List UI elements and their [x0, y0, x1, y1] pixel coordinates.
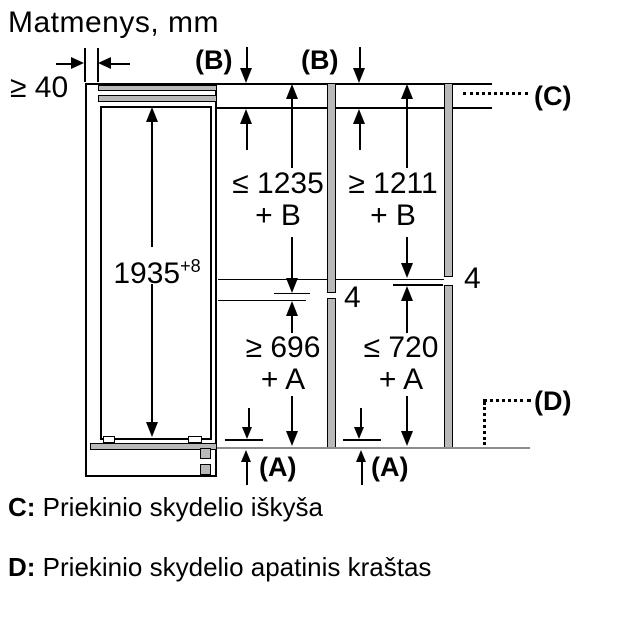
arrow-shaft	[359, 123, 361, 150]
arrow-up-icon	[241, 450, 251, 462]
extension-line	[97, 48, 99, 82]
label-b: (B)	[301, 45, 339, 75]
arrow-right-icon	[71, 57, 84, 69]
arrow-shaft	[246, 461, 248, 485]
panel-bottom-line	[225, 439, 263, 441]
dimension-line	[291, 237, 293, 280]
arrow-up-icon	[146, 107, 158, 122]
joint-line	[336, 278, 444, 280]
niche-top-line	[217, 83, 492, 85]
label-d: (D)	[534, 386, 572, 416]
door-top-line	[217, 107, 492, 109]
joint-gap-left: 4	[344, 281, 361, 314]
legend-item-c: C: Priekinio skydelio iškyša	[8, 492, 323, 523]
arrow-shaft	[359, 47, 361, 70]
joint-line	[393, 284, 443, 286]
dimension-height: 1935+8	[113, 256, 201, 290]
roller-foot	[188, 436, 202, 443]
dimension-line	[406, 396, 408, 432]
joint-gap-right: 4	[464, 262, 481, 295]
dimension-left-lower: ≥ 696 + A	[245, 331, 321, 396]
label-a: (A)	[371, 452, 409, 482]
joint-line	[274, 292, 310, 294]
extension-line	[84, 48, 86, 82]
plinth-bracket	[200, 448, 211, 459]
arrow-down-icon	[286, 278, 298, 293]
arrow-shaft	[246, 47, 248, 70]
dimension-right-upper: ≥ 1211 + B	[348, 167, 438, 232]
arrow-up-icon	[401, 286, 413, 301]
label-c: (C)	[534, 81, 572, 111]
arrow-up-icon	[286, 84, 298, 99]
dimension-right-lower: ≤ 720 + A	[363, 331, 439, 396]
bottom-panel-bar	[90, 443, 217, 450]
arrow-down-icon	[354, 427, 364, 439]
arrow-up-icon	[353, 109, 365, 124]
dimension-line	[406, 300, 408, 333]
arrow-down-icon	[146, 422, 158, 437]
dimension-line	[406, 237, 408, 265]
panel-bottom-line	[343, 439, 381, 441]
label-a: (A)	[259, 452, 297, 482]
dimension-line	[406, 98, 408, 168]
arrow-down-icon	[401, 431, 413, 446]
dimension-line	[291, 315, 293, 333]
legend-text: Priekinio skydelio iškyša	[42, 492, 323, 522]
dotted-leader-c	[463, 92, 528, 95]
dotted-leader-d	[483, 399, 531, 402]
dimension-line	[291, 98, 293, 168]
joint-line	[218, 299, 306, 301]
dimension-top-gap: ≥ 40	[10, 71, 69, 104]
arrow-shaft	[360, 408, 362, 428]
arrow-shaft	[361, 461, 363, 485]
dotted-leader-d	[483, 402, 486, 445]
arrow-left-icon	[98, 57, 111, 69]
arrow-up-icon	[286, 301, 298, 316]
dimension-line	[291, 396, 293, 432]
legend-text: Priekinio skydelio apatinis kraštas	[42, 552, 432, 582]
arrow-down-icon	[240, 68, 252, 83]
dimension-line	[151, 284, 153, 424]
front-panel-right-upper	[444, 83, 453, 277]
arrow-shaft	[56, 63, 74, 65]
top-panel-bar	[98, 85, 217, 91]
tolerance: +8	[180, 256, 201, 276]
front-panel-left-upper	[327, 83, 336, 293]
joint-line	[218, 278, 327, 280]
arrow-down-icon	[242, 427, 252, 439]
arrow-down-icon	[401, 263, 413, 278]
legend-key: C:	[8, 492, 36, 522]
dimension-line	[151, 121, 153, 247]
legend-key: D:	[8, 552, 36, 582]
label-b: (B)	[195, 45, 233, 75]
legend-item-d: D: Priekinio skydelio apatinis kraštas	[8, 552, 431, 583]
arrow-down-icon	[286, 431, 298, 446]
arrow-shaft	[248, 408, 250, 428]
arrow-down-icon	[353, 68, 365, 83]
floor-line	[217, 446, 530, 449]
arrow-shaft	[246, 123, 248, 150]
plinth-bracket	[200, 464, 211, 475]
arrow-up-icon	[240, 109, 252, 124]
arrow-shaft	[111, 63, 130, 65]
top-panel-bar	[98, 95, 217, 102]
arrow-up-icon	[356, 450, 366, 462]
appliance-body	[100, 106, 212, 440]
arrow-up-icon	[401, 84, 413, 99]
dimension-left-upper: ≤ 1235 + B	[232, 167, 324, 232]
roller-foot	[103, 436, 115, 443]
page-title: Matmenys, mm	[8, 6, 220, 39]
